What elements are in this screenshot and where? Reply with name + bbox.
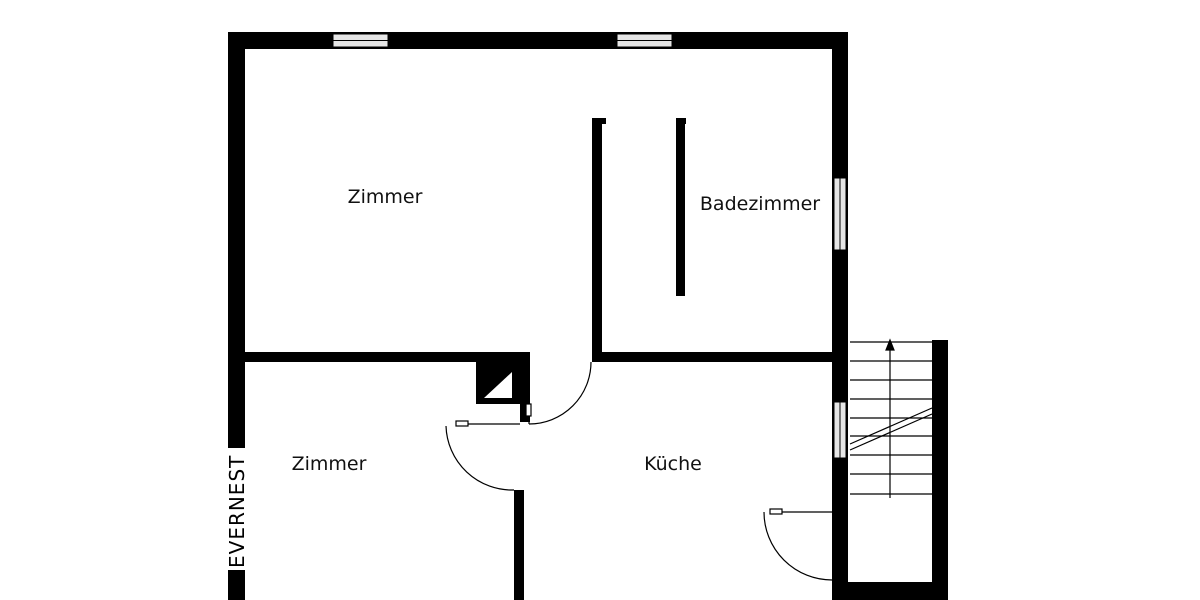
outer-walls <box>228 32 948 600</box>
middle-wall-right <box>592 352 832 362</box>
windows <box>332 33 847 459</box>
interior-walls <box>245 118 832 600</box>
door-hinge-hall <box>525 403 532 417</box>
top-wall <box>228 32 848 49</box>
bath-partition <box>676 118 685 296</box>
door-swing-stair <box>763 511 833 581</box>
bath-wall-left <box>592 118 602 362</box>
stair-right-wall <box>932 340 948 600</box>
door-swing-hall <box>528 361 592 425</box>
stair-arrow-icon <box>885 338 895 351</box>
chimney-opening <box>484 372 512 398</box>
room-label-zimmer-bottom: Zimmer <box>292 453 367 475</box>
door-swing-zimmer <box>445 425 515 491</box>
room-label-kueche: Küche <box>644 453 702 475</box>
door-hinge-zimmer <box>455 420 469 427</box>
door-hinge-stair <box>769 508 783 515</box>
doors <box>445 361 833 581</box>
room-label-zimmer-top: Zimmer <box>348 186 423 208</box>
kitchen-divider-lower <box>514 490 524 600</box>
staircase <box>849 338 933 498</box>
kitchen-divider-upper <box>520 362 530 422</box>
watermark-text: EVERNEST <box>225 455 249 568</box>
stair-bottom-wall <box>832 582 948 600</box>
stair-break-line-2 <box>849 413 933 451</box>
room-label-badezimmer: Badezimmer <box>700 193 820 215</box>
watermark-background <box>228 448 245 570</box>
right-wall-upper <box>832 32 848 600</box>
middle-wall-left <box>245 352 530 362</box>
bath-wall-top-left <box>592 118 606 124</box>
stair-break-line-1 <box>849 407 933 445</box>
